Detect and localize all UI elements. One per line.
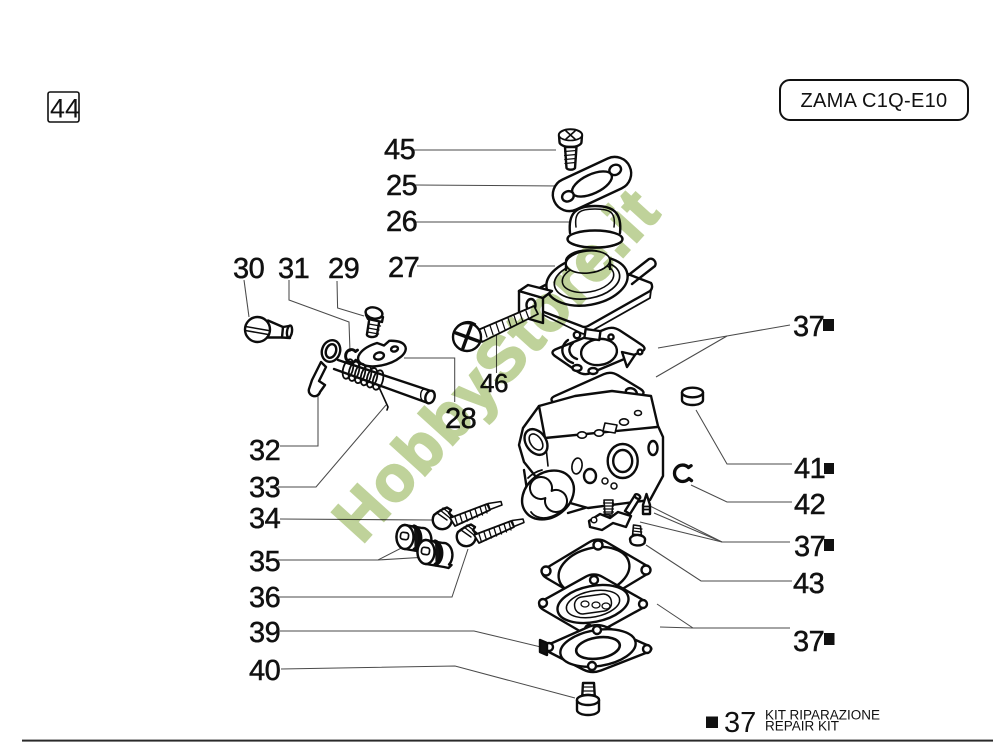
svg-text:43: 43 [793, 568, 824, 600]
svg-text:37: 37 [724, 707, 756, 739]
svg-text:27: 27 [388, 252, 419, 284]
svg-text:26: 26 [386, 206, 417, 238]
svg-text:ZAMA C1Q-E10: ZAMA C1Q-E10 [801, 90, 948, 112]
svg-text:30: 30 [233, 253, 264, 285]
svg-text:KIT RIPARAZIONE: KIT RIPARAZIONE [765, 708, 880, 723]
svg-text:39: 39 [249, 617, 280, 649]
svg-text:35: 35 [249, 546, 280, 578]
svg-text:33: 33 [249, 472, 280, 504]
svg-text:37: 37 [793, 311, 824, 343]
svg-text:REPAIR KIT: REPAIR KIT [765, 719, 839, 734]
svg-text:28: 28 [445, 403, 476, 435]
svg-text:31: 31 [278, 253, 309, 285]
svg-text:44: 44 [50, 94, 80, 124]
svg-text:45: 45 [384, 134, 415, 166]
svg-text:29: 29 [328, 253, 359, 285]
svg-text:41: 41 [794, 453, 825, 485]
svg-text:25: 25 [386, 170, 417, 202]
svg-text:46: 46 [480, 368, 508, 398]
svg-text:37: 37 [794, 531, 825, 563]
svg-text:42: 42 [794, 489, 825, 521]
svg-text:34: 34 [249, 503, 281, 535]
svg-text:32: 32 [249, 435, 280, 467]
svg-text:40: 40 [249, 655, 280, 687]
svg-text:37: 37 [793, 626, 824, 658]
svg-text:36: 36 [249, 582, 280, 614]
